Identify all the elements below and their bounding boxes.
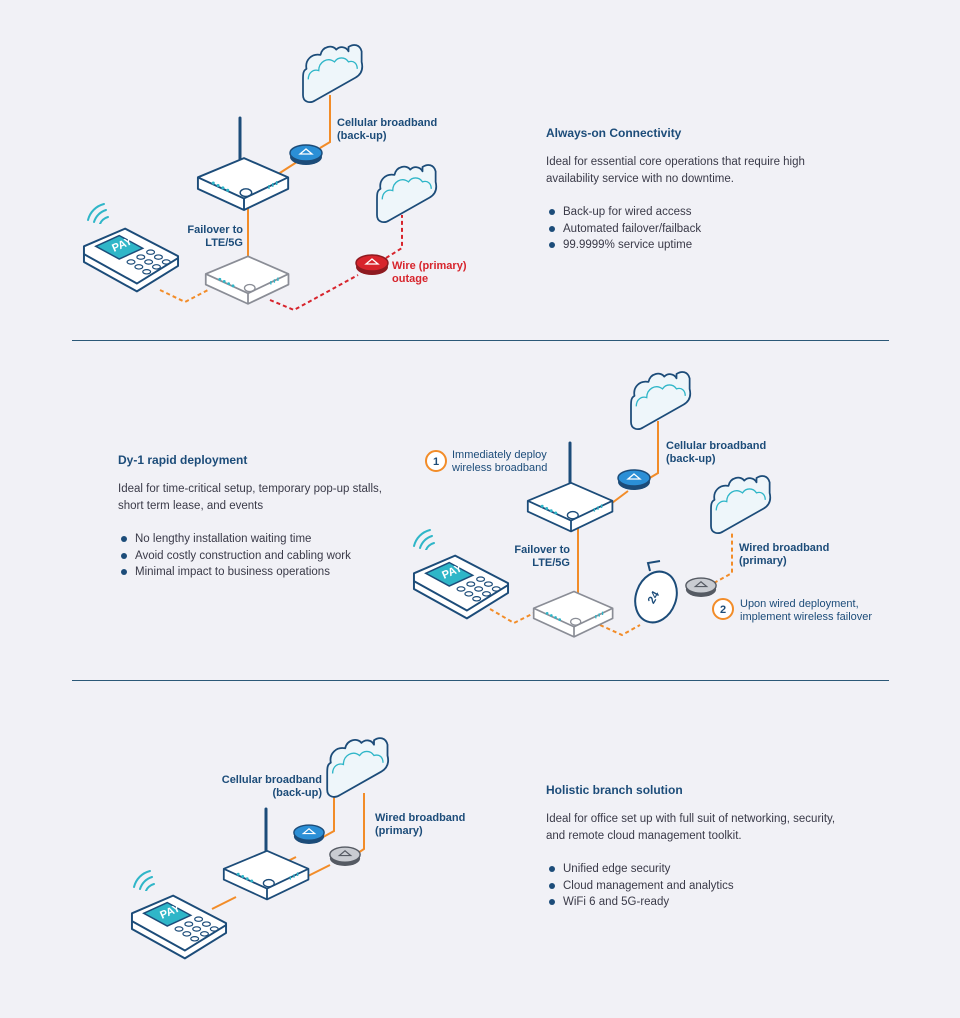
wireless-wave-icon (87, 203, 109, 224)
wire-link (269, 215, 403, 312)
cellular-link (271, 95, 331, 179)
step-2-number: 2 (720, 604, 726, 616)
gateway-router-icon (204, 255, 290, 305)
list-item: Minimal impact to business operations (118, 564, 398, 581)
clock-icon: 24 (634, 560, 678, 624)
cellular-label: Cellular broadband (337, 117, 437, 129)
pay-terminal-icon (82, 227, 180, 293)
cellular-modem-icon (289, 144, 323, 166)
always-on-diagram: PAY Cellular broadband (back-up) Failove… (82, 44, 467, 312)
wireless-wave-icon (413, 529, 435, 550)
cellular-sublabel: (back-up) (273, 787, 323, 799)
wired-link (713, 533, 733, 584)
always-on-bullets: Back-up for wired access Automated failo… (546, 204, 826, 254)
holistic-branch-description: Ideal for office set up with full suit o… (546, 813, 836, 842)
cellular-link (603, 421, 659, 510)
cellular-sublabel: (back-up) (666, 453, 716, 465)
holistic-branch-diagram: PAY Cellular broadband (back-up) Wired b… (130, 737, 465, 960)
failover-label: Failover to (514, 544, 570, 556)
section-holistic-branch: PAY Cellular broadband (back-up) Wired b… (0, 681, 960, 1018)
section-always-on: PAY Cellular broadband (back-up) Failove… (0, 0, 960, 340)
outage-label: Wire (primary) (392, 260, 467, 272)
rapid-deployment-bullets: No lengthy installation waiting time Avo… (118, 531, 398, 581)
list-item: No lengthy installation waiting time (118, 531, 398, 548)
cellular-cloud-icon (302, 44, 364, 104)
terminal-link (211, 896, 237, 910)
failover-label: Failover to (187, 224, 243, 236)
outage-sublabel: outage (392, 273, 428, 285)
wired-label: Wired broadband (375, 812, 465, 824)
list-item: Avoid costly construction and cabling wo… (118, 548, 398, 565)
list-item: Automated failover/failback (546, 221, 826, 238)
section-divider (72, 340, 889, 341)
list-item: Unified edge security (546, 861, 836, 878)
step-2-label: Upon wired deployment, (740, 598, 859, 610)
cellular-sublabel: (back-up) (337, 130, 387, 142)
always-on-description: Ideal for essential core operations that… (546, 156, 805, 185)
wired-label: Wired broadband (739, 542, 829, 554)
cellular-modem-icon (617, 469, 651, 491)
wired-cloud-icon (710, 475, 772, 535)
wired-sublabel: (primary) (375, 825, 423, 837)
step-1-marker (425, 450, 447, 472)
wired-modem-icon (685, 577, 717, 598)
step-2-sublabel: implement wireless failover (740, 611, 872, 623)
list-item: 99.9999% service uptime (546, 237, 826, 254)
cellular-modem-icon (293, 824, 325, 845)
step-2-marker (712, 598, 734, 620)
rapid-deployment-title: Dy-1 rapid deployment (118, 453, 248, 467)
list-item: Cloud management and analytics (546, 878, 836, 895)
always-on-text: Always-on Connectivity Ideal for essenti… (546, 126, 826, 254)
cellular-cloud-icon (630, 371, 692, 431)
section-divider (72, 680, 889, 681)
cellular-label: Cellular broadband (222, 774, 322, 786)
failover-sublabel: LTE/5G (532, 557, 570, 569)
cellular-label: Cellular broadband (666, 440, 766, 452)
pay-terminal-icon (130, 894, 228, 960)
section-rapid-deployment: 24 PAY 1 Immediately deploy wireless bro… (0, 341, 960, 681)
holistic-branch-bullets: Unified edge security Cloud management a… (546, 861, 836, 911)
step-1-number: 1 (433, 456, 439, 468)
gateway-router-icon (532, 590, 614, 638)
wired-modem-icon (329, 846, 361, 867)
wired-link (305, 793, 365, 878)
list-item: WiFi 6 and 5G-ready (546, 894, 836, 911)
always-on-title: Always-on Connectivity (546, 126, 682, 140)
cellular-router-icon (196, 157, 290, 211)
cellular-router-icon (526, 481, 614, 533)
terminal-link (159, 289, 209, 304)
rapid-deployment-diagram: 24 PAY 1 Immediately deploy wireless bro… (412, 371, 872, 638)
wireless-wave-icon (133, 870, 155, 891)
outage-modem-icon (355, 254, 389, 276)
pay-terminal-icon (412, 554, 510, 620)
wired-cloud-icon (376, 164, 438, 224)
rapid-deployment-text: Dy-1 rapid deployment Ideal for time-cri… (118, 453, 398, 581)
step-1-sublabel: wireless broadband (451, 462, 547, 474)
step-1-label: Immediately deploy (452, 449, 547, 461)
holistic-branch-title: Holistic branch solution (546, 783, 683, 797)
cloud-icon (326, 737, 390, 798)
list-item: Back-up for wired access (546, 204, 826, 221)
wired-sublabel: (primary) (739, 555, 787, 567)
terminal-link (489, 608, 539, 625)
rapid-deployment-description: Ideal for time-critical setup, temporary… (118, 483, 382, 512)
clock-link (599, 624, 641, 637)
failover-sublabel: LTE/5G (205, 237, 243, 249)
holistic-branch-text: Holistic branch solution Ideal for offic… (546, 783, 836, 911)
